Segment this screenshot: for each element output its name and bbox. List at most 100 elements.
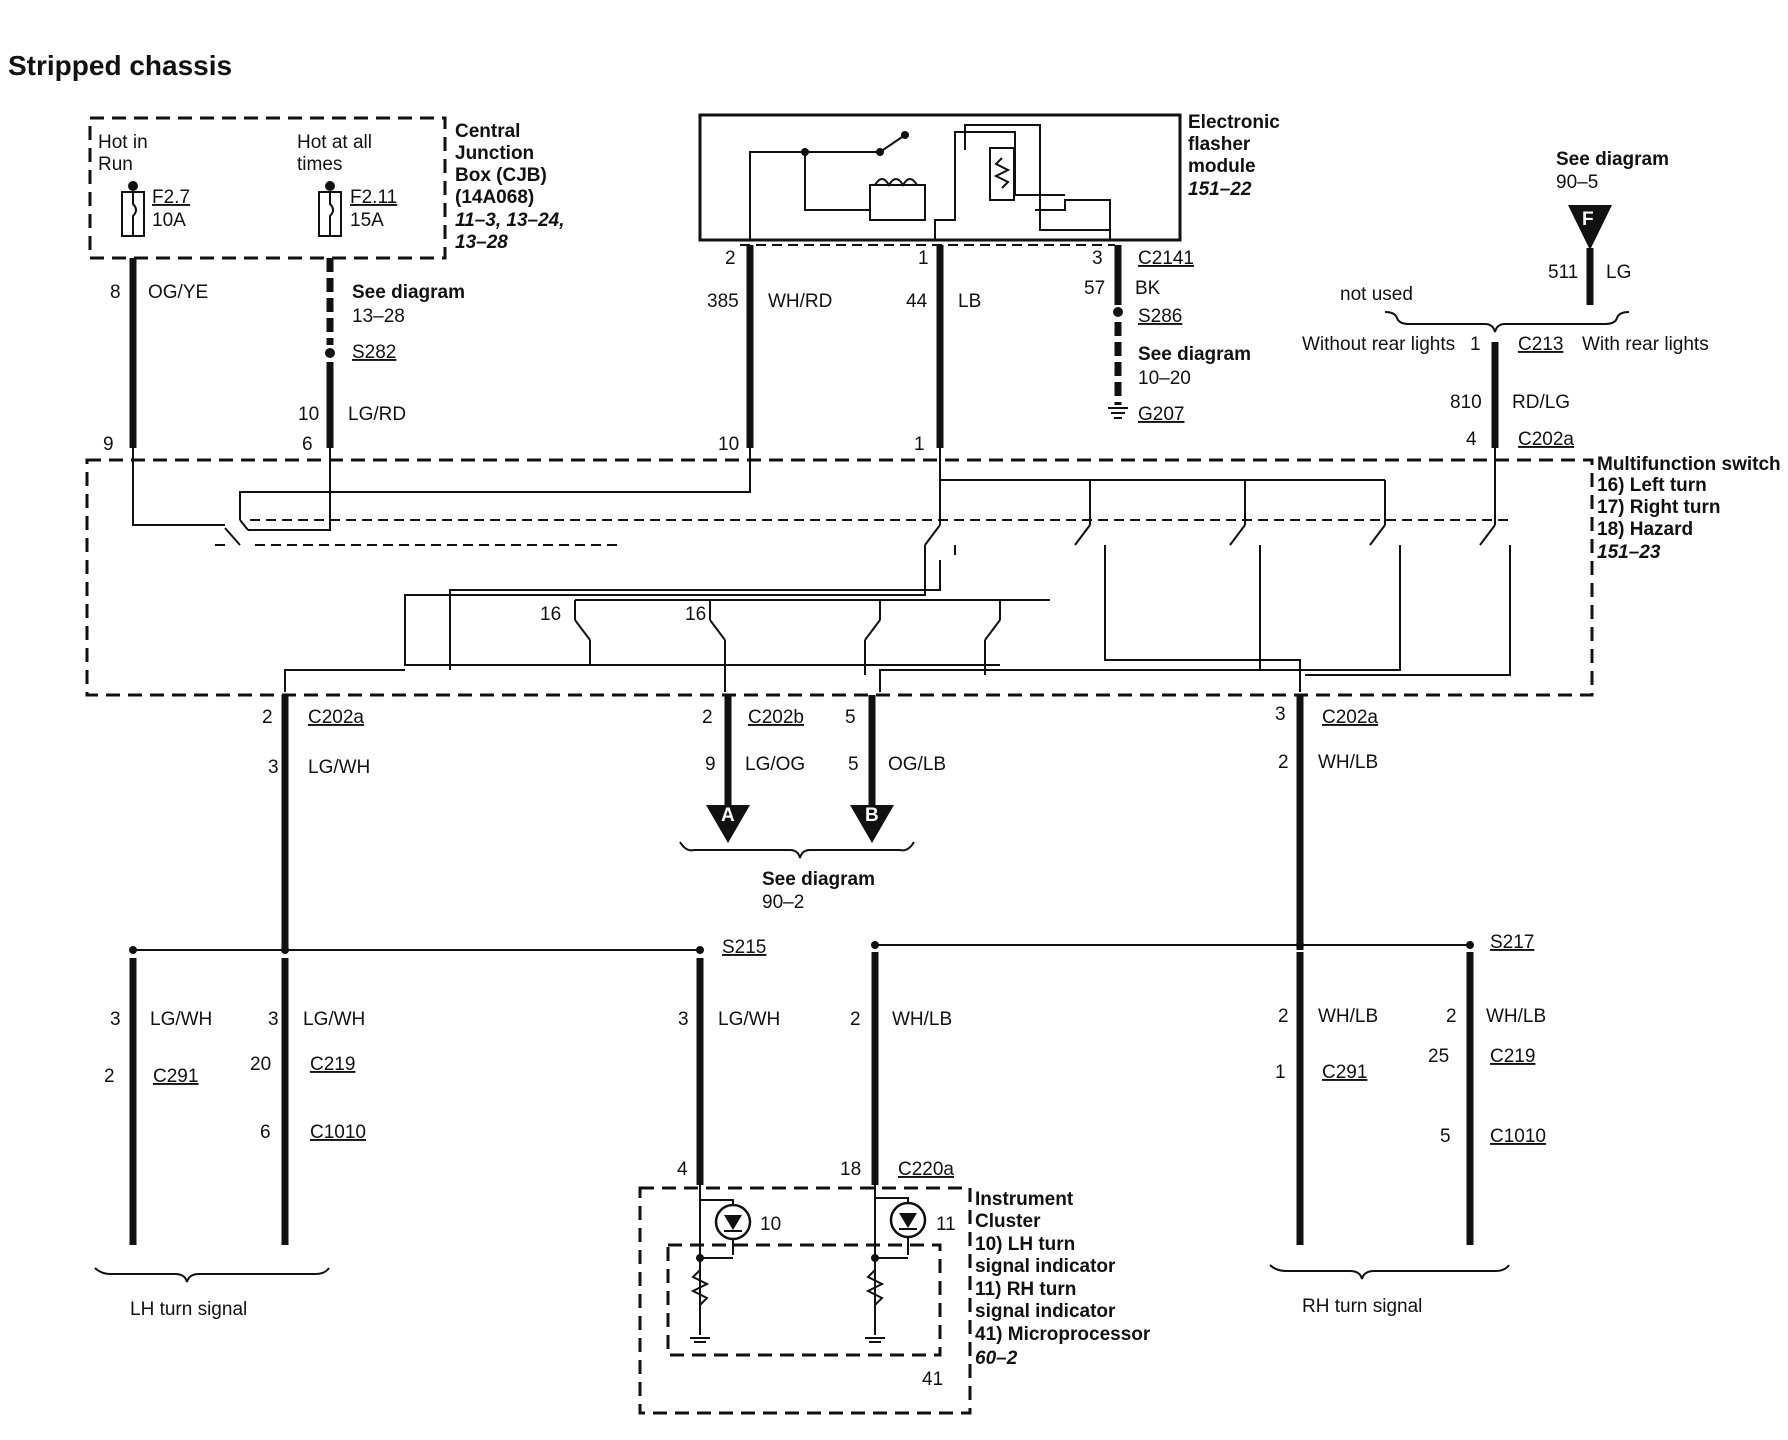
- wire-rh-1-label: WH/LB: [1318, 1006, 1378, 1027]
- wire-lg-f-label: LG: [1606, 262, 1631, 283]
- msw-pin-10: 10: [718, 434, 739, 455]
- lamp-rh-icon: [889, 1201, 927, 1239]
- fuse-a-label: F2.7: [152, 187, 190, 208]
- wire-lh-2-num: 3: [268, 1009, 279, 1030]
- c2141-label: C2141: [1138, 248, 1194, 269]
- msw-switch-label-a: 16: [540, 604, 561, 625]
- wire-rh-2-num: 2: [1446, 1006, 1457, 1027]
- cjb-hot-all-2: times: [297, 154, 342, 175]
- msw-item-18: 18) Hazard: [1597, 519, 1693, 540]
- msw-item-17: 17) Right turn: [1597, 497, 1721, 518]
- cjb-name-3: Box (CJB): [455, 165, 547, 186]
- c219-right-pin: 25: [1428, 1046, 1449, 1067]
- flasher-box: [698, 113, 1182, 242]
- wire-lg-og-label: LG/OG: [745, 754, 805, 775]
- wire-bk-num: 57: [1084, 278, 1105, 299]
- cjb-ref-2: 13–28: [455, 232, 508, 253]
- c219-left-label: C219: [310, 1054, 355, 1075]
- c202a-right-label: C202a: [1322, 707, 1378, 728]
- cjb-name-4: (14A068): [455, 187, 534, 208]
- fuse-b-node: [325, 181, 335, 191]
- wire-cluster-rh-label: WH/LB: [892, 1009, 952, 1030]
- fuse-b-rating: 15A: [350, 210, 384, 231]
- lamp-rh-label: 11: [936, 1214, 956, 1235]
- c220a-label: C220a: [898, 1159, 954, 1180]
- offpage-b-label: B: [865, 805, 879, 826]
- wire-rd-lg-label: RD/LG: [1512, 392, 1570, 413]
- fuse-b-label: F2.11: [350, 187, 397, 208]
- g207-label: G207: [1138, 404, 1184, 425]
- c291-left-label: C291: [153, 1066, 198, 1087]
- pin-9: 9: [103, 434, 114, 455]
- lh-turn-signal-label: LH turn signal: [130, 1299, 247, 1320]
- c202b-pin-2: 2: [702, 707, 713, 728]
- flasher-pin-3: 3: [1092, 248, 1103, 269]
- c202a-left-label: C202a: [308, 707, 364, 728]
- see-90-5-1: See diagram: [1556, 149, 1669, 170]
- page-title: Stripped chassis: [8, 50, 232, 81]
- wire-wh-lb-pin: 2: [1278, 752, 1289, 773]
- see-13-28-2: 13–28: [352, 306, 405, 327]
- wire-og-lb-num: 5: [848, 754, 859, 775]
- rh-brace: [1269, 1264, 1510, 1280]
- cluster-name-2: Cluster: [975, 1211, 1041, 1232]
- cjb-name-2: Junction: [455, 143, 534, 164]
- c202b-pin-5: 5: [845, 707, 856, 728]
- wire-bk-label: BK: [1135, 278, 1161, 299]
- c202b-label: C202b: [748, 707, 804, 728]
- wire-og-ye-label: OG/YE: [148, 282, 208, 303]
- see-13-28-1: See diagram: [352, 282, 465, 303]
- flasher-pin-2: 2: [725, 248, 736, 269]
- wire-og-lb-label: OG/LB: [888, 754, 946, 775]
- lamp-lh-icon: [714, 1203, 752, 1241]
- ab-brace: [679, 841, 915, 859]
- see-10-20-1: See diagram: [1138, 344, 1251, 365]
- offpage-a-icon: [706, 805, 750, 843]
- c213-not-used: not used: [1340, 284, 1413, 305]
- multifunction-switch-box: [85, 458, 1594, 697]
- wire-lh-1-label: LG/WH: [150, 1009, 212, 1030]
- offpage-b-icon: [850, 805, 894, 843]
- see-10-20-2: 10–20: [1138, 368, 1191, 389]
- lamp-lh-label: 10: [760, 1214, 781, 1235]
- c1010-left-pin: 6: [260, 1122, 271, 1143]
- microprocessor-pin: 41: [922, 1369, 943, 1390]
- wire-lg-rd-num: 10: [298, 404, 319, 425]
- wire-wh-lb-label: WH/LB: [1318, 752, 1378, 773]
- msw-switch-label-b: 16: [685, 604, 706, 625]
- flasher-name-1: Electronic: [1188, 112, 1280, 133]
- msw-pin-1: 1: [914, 434, 925, 455]
- c291-right-label: C291: [1322, 1062, 1367, 1083]
- c202a-top-label: C202a: [1518, 429, 1574, 450]
- wire-lg-f-num: 511: [1548, 262, 1578, 283]
- flasher-name-2: flasher: [1188, 134, 1251, 155]
- c213-without: Without rear lights: [1302, 334, 1455, 355]
- offpage-f-icon: [1568, 205, 1612, 250]
- rh-turn-signal-label: RH turn signal: [1302, 1296, 1422, 1317]
- cjb-hot-run-1: Hot in: [98, 132, 148, 153]
- s282-label: S282: [352, 342, 396, 363]
- c219-right-label: C219: [1490, 1046, 1535, 1067]
- see-90-2-2: 90–2: [762, 892, 804, 913]
- c1010-left-label: C1010: [310, 1122, 366, 1143]
- see-90-2-1: See diagram: [762, 869, 875, 890]
- wire-lg-wh-num: 3: [268, 757, 279, 778]
- msw-pin-4: 4: [1466, 429, 1477, 450]
- see-90-5-2: 90–5: [1556, 172, 1598, 193]
- wire-wh-rd-label: WH/RD: [768, 291, 832, 312]
- c213-pin-1: 1: [1470, 334, 1481, 355]
- cluster-pin-18: 18: [840, 1159, 861, 1180]
- wire-rh-2-label: WH/LB: [1486, 1006, 1546, 1027]
- cluster-name-1: Instrument: [975, 1189, 1074, 1210]
- msw-internal-circuit: [132, 448, 1511, 692]
- cluster-name-4: signal indicator: [975, 1256, 1116, 1277]
- c291-right-pin: 1: [1275, 1062, 1286, 1083]
- c213-brace: [1384, 311, 1630, 333]
- cjb-hot-run-2: Run: [98, 154, 133, 175]
- msw-name: Multifunction switch: [1597, 454, 1781, 475]
- pin-8: 8: [110, 282, 121, 303]
- fuse-a-node: [128, 181, 138, 191]
- cluster-pin-4: 4: [677, 1159, 688, 1180]
- wire-lh-2-label: LG/WH: [303, 1009, 365, 1030]
- wire-wh-rd-num: 385: [707, 291, 739, 312]
